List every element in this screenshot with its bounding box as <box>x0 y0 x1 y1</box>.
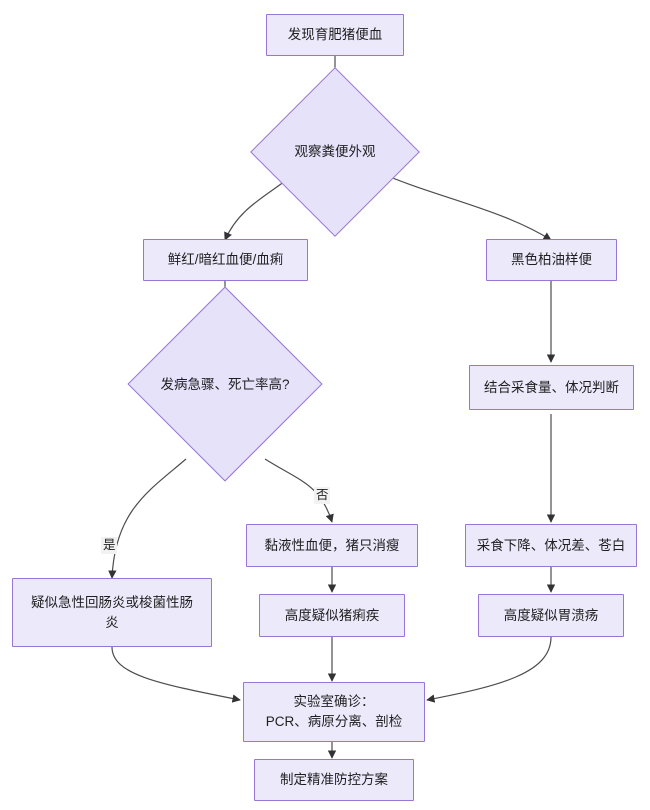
node-decision-acute-onset-mortality[interactable]: 发病急骤、死亡率高? <box>127 286 323 482</box>
edge-n9-n12 <box>111 646 241 703</box>
node-suspect-swine-dysentery[interactable]: 高度疑似猪痢疾 <box>259 594 405 637</box>
node-start-finding[interactable]: 发现育肥猪便血 <box>266 14 404 56</box>
node-decision-stool-appearance[interactable]: 观察粪便外观 <box>250 67 420 237</box>
node-label: 实验室确诊： PCR、病原分离、剖检 <box>265 694 403 729</box>
node-label: 黏液性血便，猪只消瘦 <box>264 537 400 553</box>
node-label: 观察粪便外观 <box>294 144 376 160</box>
node-label: 发病急骤、死亡率高? <box>160 377 290 393</box>
node-assess-intake-condition[interactable]: 结合采食量、体况判断 <box>469 365 634 410</box>
edge-label-no: 否 <box>314 487 330 504</box>
node-label: 疑似急性回肠炎或梭菌性肠炎 <box>31 594 193 630</box>
node-prevention-plan[interactable]: 制定精准防控方案 <box>254 759 414 801</box>
node-label: 结合采食量、体况判断 <box>484 379 619 395</box>
node-black-tarry-stool[interactable]: 黑色柏油样便 <box>486 239 617 281</box>
node-suspect-ileitis-clostridial[interactable]: 疑似急性回肠炎或梭菌性肠炎 <box>12 578 212 647</box>
node-bright-dark-red-blood[interactable]: 鲜红/暗红血便/血痢 <box>143 239 308 281</box>
node-label: 发现育肥猪便血 <box>287 27 383 43</box>
node-mucoid-bloody-stool-wasting[interactable]: 黏液性血便，猪只消瘦 <box>246 524 418 567</box>
node-label: 采食下降、体况差、苍白 <box>476 537 626 553</box>
node-label: 黑色柏油样便 <box>511 252 592 268</box>
edge-n5-n9 <box>108 458 187 579</box>
node-label: 高度疑似猪痢疾 <box>284 607 380 623</box>
node-label: 制定精准防控方案 <box>280 772 388 788</box>
node-reduced-intake-pale[interactable]: 采食下降、体况差、苍白 <box>465 524 637 567</box>
edge-n11-n12 <box>426 636 552 703</box>
node-label: 鲜红/暗红血便/血痢 <box>167 252 284 268</box>
node-label: 高度疑似胃溃疡 <box>503 607 599 623</box>
edge-label-yes: 是 <box>101 537 117 554</box>
node-suspect-gastric-ulcer[interactable]: 高度疑似胃溃疡 <box>478 594 624 637</box>
node-lab-confirmation[interactable]: 实验室确诊： PCR、病原分离、剖检 <box>243 682 425 742</box>
edge-n2-n4 <box>373 169 552 241</box>
